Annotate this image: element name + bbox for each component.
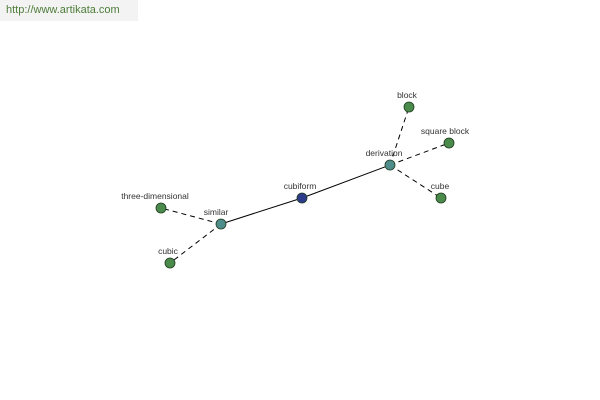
url-bar: http://www.artikata.com (0, 0, 138, 21)
node-three-dimensional[interactable]: three-dimensional (121, 191, 189, 214)
edge-similar-cubic (169, 223, 222, 264)
graph-nodes: cubiform similar derivation three-dimension… (121, 90, 470, 269)
node-dot-three-dimensional[interactable] (155, 202, 167, 214)
edge-derivation-square-block (389, 142, 450, 166)
node-dot-square-block[interactable] (443, 137, 455, 149)
node-cube[interactable]: cube (431, 181, 450, 204)
edge-derivation-block (389, 106, 410, 166)
node-label-similar: similar (204, 207, 229, 217)
node-dot-cube[interactable] (435, 192, 447, 204)
node-label-cubiform: cubiform (284, 181, 317, 191)
node-dot-block[interactable] (403, 101, 415, 113)
node-cubiform[interactable]: cubiform (284, 181, 317, 204)
site-url-link[interactable]: http://www.artikata.com (6, 4, 120, 16)
node-dot-derivation[interactable] (384, 159, 396, 171)
graph-edges (160, 106, 450, 264)
node-similar[interactable]: similar (204, 207, 229, 230)
node-block[interactable]: block (397, 90, 418, 113)
node-cubic[interactable]: cubic (158, 246, 179, 269)
node-label-cube: cube (431, 181, 450, 191)
node-label-cubic: cubic (158, 246, 179, 256)
edge-cubiform-derivation (301, 164, 391, 199)
node-label-block: block (397, 90, 418, 100)
node-dot-cubic[interactable] (164, 257, 176, 269)
edge-similar-three-dimensional (160, 207, 222, 225)
node-dot-cubiform[interactable] (296, 192, 308, 204)
node-label-three-dimensional: three-dimensional (121, 191, 189, 201)
node-derivation[interactable]: derivation (366, 148, 403, 171)
node-label-derivation: derivation (366, 148, 403, 158)
node-square-block[interactable]: square block (421, 126, 470, 149)
node-dot-similar[interactable] (215, 218, 227, 230)
edge-derivation-cube (389, 164, 442, 199)
node-label-square-block: square block (421, 126, 470, 136)
edge-cubiform-similar (220, 197, 303, 225)
